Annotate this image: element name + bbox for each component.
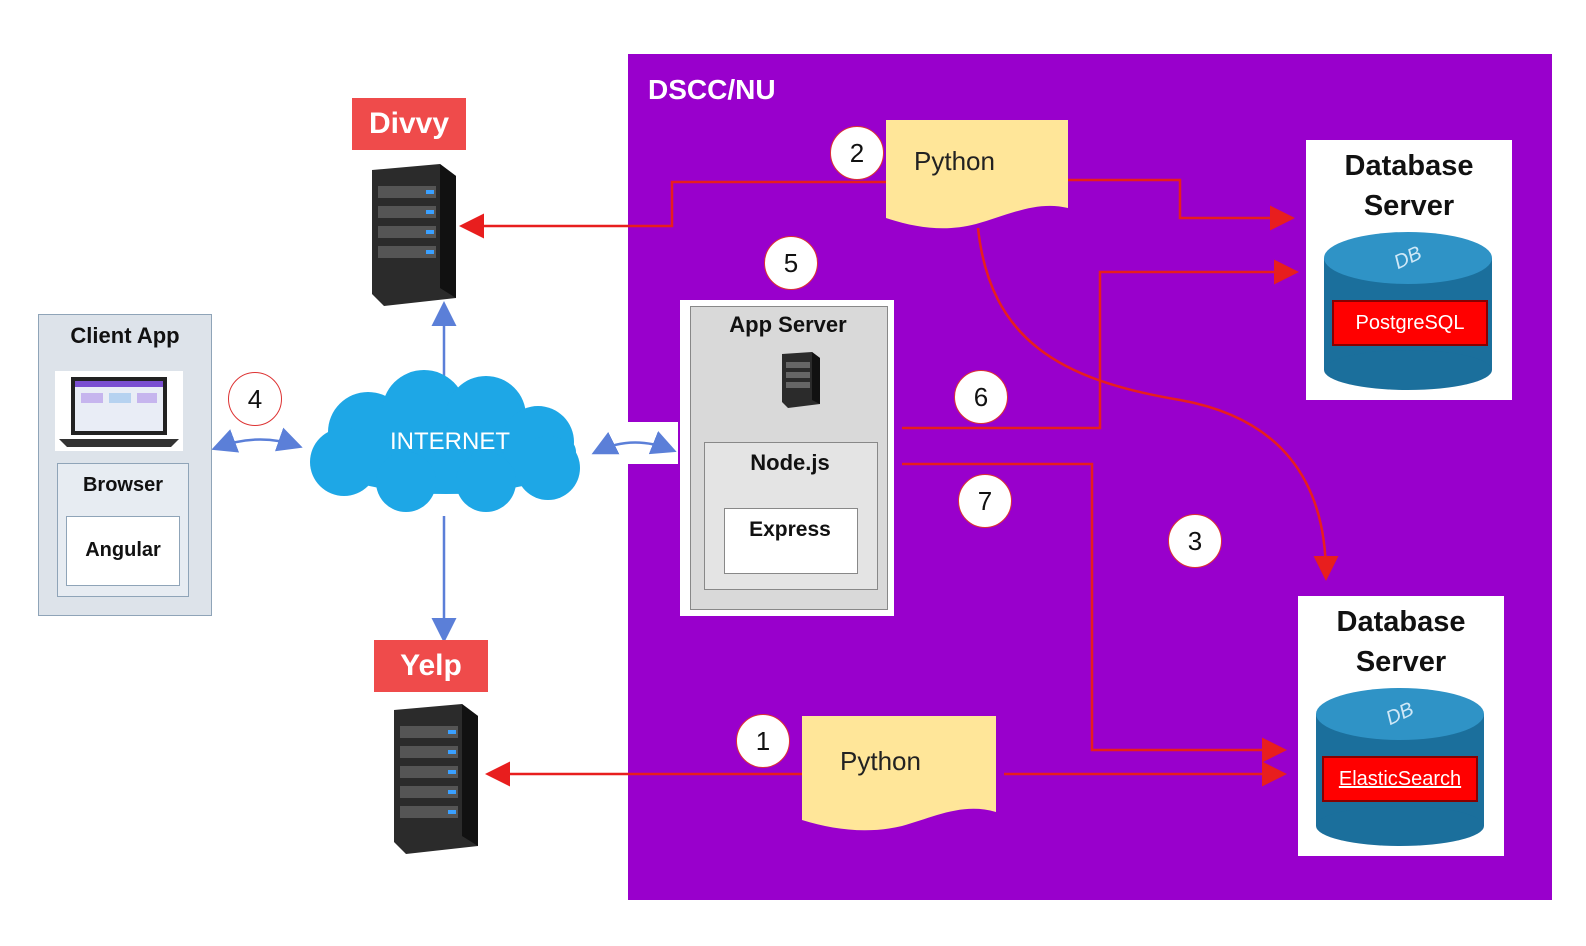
express-label: Express bbox=[749, 518, 831, 541]
python-bottom-doc bbox=[802, 716, 996, 831]
laptop-icon bbox=[59, 377, 179, 447]
internet-cloud-icon bbox=[310, 370, 580, 512]
db-bottom-title-line1: Database bbox=[1336, 606, 1466, 638]
app-server-title: App Server bbox=[729, 312, 847, 337]
express-box bbox=[724, 508, 858, 574]
postgresql-tag: PostgreSQL bbox=[1332, 300, 1488, 346]
arrow-app-to-elastic bbox=[902, 462, 1287, 763]
angular-label: Angular bbox=[85, 539, 161, 561]
db-top-title-line1: Database bbox=[1344, 150, 1474, 182]
step-3-marker: 3 bbox=[1168, 514, 1222, 568]
elasticsearch-tag: ElasticSearch bbox=[1322, 756, 1478, 802]
db-bottom-title-line2: Server bbox=[1355, 646, 1447, 678]
link-internet-app bbox=[591, 430, 677, 455]
step-2-marker: 2 bbox=[830, 126, 884, 180]
laptop-panel bbox=[55, 371, 183, 451]
angular-box: Angular bbox=[66, 516, 180, 586]
link-client-internet bbox=[211, 427, 303, 453]
arrow-app-to-postgres bbox=[902, 259, 1299, 430]
arrow-python-to-divvy bbox=[459, 180, 886, 239]
step-5-marker: 5 bbox=[764, 236, 818, 290]
yelp-server-icon bbox=[394, 704, 478, 854]
divvy-label: Divvy bbox=[352, 98, 466, 150]
app-server-icon bbox=[782, 352, 820, 408]
step-1-marker: 1 bbox=[736, 714, 790, 768]
step-7-marker: 7 bbox=[958, 474, 1012, 528]
db-top-title-line2: Server bbox=[1363, 190, 1455, 222]
client-app-title: Client App bbox=[70, 323, 180, 348]
python-bottom-label: Python bbox=[840, 746, 921, 776]
arrow-python-to-elastic bbox=[976, 227, 1339, 581]
step-6-marker: 6 bbox=[954, 370, 1008, 424]
yelp-label: Yelp bbox=[374, 640, 488, 692]
internet-label: INTERNET bbox=[390, 428, 510, 455]
client-app-box: Client App Browser Angular bbox=[38, 314, 212, 616]
python-top-doc bbox=[886, 120, 1068, 229]
db-server-top: Database Server DB PostgreSQL bbox=[1306, 140, 1512, 400]
python-top-label: Python bbox=[914, 146, 995, 176]
browser-label: Browser bbox=[82, 474, 164, 496]
db-server-bottom: Database Server DB ElasticSearch bbox=[1298, 596, 1504, 856]
browser-box: Browser Angular bbox=[57, 463, 189, 597]
step-4-marker: 4 bbox=[228, 372, 282, 426]
region-label: DSCC/NU bbox=[648, 74, 776, 105]
arrow-python-to-postgres bbox=[1068, 178, 1295, 231]
divvy-server-icon bbox=[372, 164, 456, 306]
nodejs-label: Node.js bbox=[750, 450, 830, 475]
